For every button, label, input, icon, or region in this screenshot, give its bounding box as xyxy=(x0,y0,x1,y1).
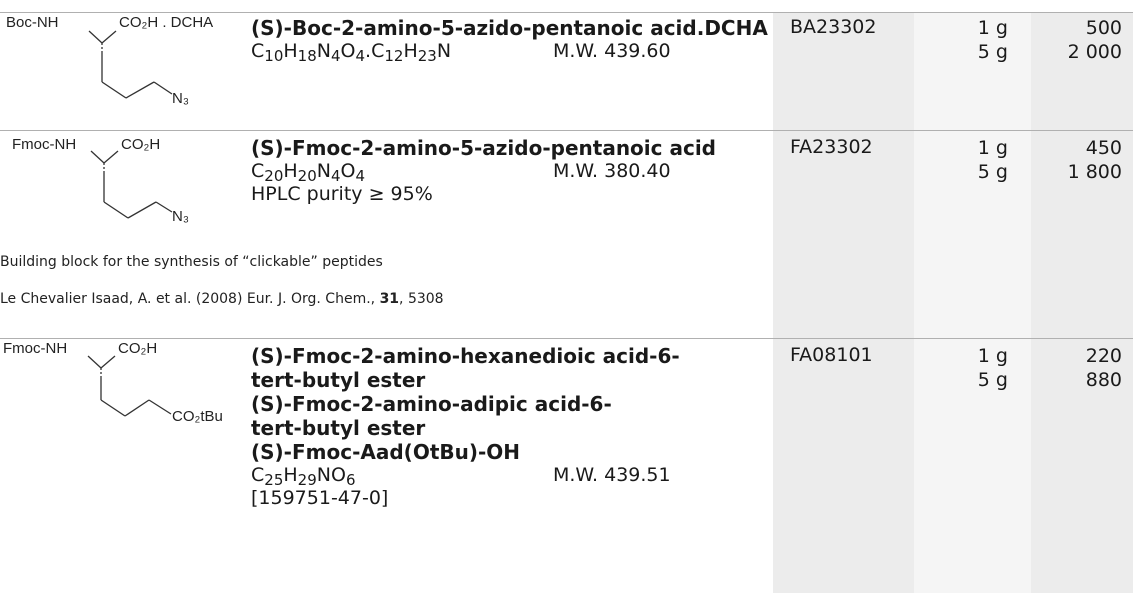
application-note: Building block for the synthesis of “cli… xyxy=(0,254,383,270)
catalog-code: FA08101 xyxy=(790,344,873,366)
reference-citation: Le Chevalier Isaad, A. et al. (2008) Eur… xyxy=(0,291,444,307)
price-value: 500 xyxy=(1085,17,1122,39)
price-list: 450 1 800 xyxy=(1040,136,1122,184)
terminal-group-label: CO₂tBu xyxy=(172,408,223,425)
chemical-structure: Fmoc-NH CO₂H N₃ xyxy=(0,130,260,230)
amine-label: Boc-NH xyxy=(6,14,59,31)
cas-number: [159751-47-0] xyxy=(251,487,389,509)
quantity-option: 1 g xyxy=(977,137,1008,159)
molecular-weight: M.W. 380.40 xyxy=(553,160,671,182)
quantity-list: 1 g 5 g xyxy=(930,16,1008,64)
price-value: 880 xyxy=(1085,369,1122,391)
acid-label: CO₂H xyxy=(118,340,158,357)
quantity-option: 5 g xyxy=(977,161,1008,183)
quantity-option: 5 g xyxy=(977,41,1008,63)
price-value: 1 800 xyxy=(1067,161,1122,183)
amine-label: Fmoc-NH xyxy=(3,340,68,357)
product-info: (S)-Fmoc-2-amino-hexanedioic acid-6- ter… xyxy=(251,344,776,508)
product-entry: Fmoc-NH CO₂H CO₂tBu (S)-Fmoc-2-amino-hex… xyxy=(0,338,1133,593)
amine-label: Fmoc-NH xyxy=(12,136,77,153)
purity-text: HPLC purity ≥ 95% xyxy=(251,183,433,205)
product-info: (S)-Boc-2-amino-5-azido-pentanoic acid.D… xyxy=(251,16,776,64)
product-synonym: (S)-Fmoc-2-amino-adipic acid-6- xyxy=(251,392,612,416)
acid-label: CO₂H . DCHA xyxy=(119,14,214,31)
price-value: 2 000 xyxy=(1067,41,1122,63)
product-info: (S)-Fmoc-2-amino-5-azido-pentanoic acid … xyxy=(251,136,776,204)
terminal-group-label: N₃ xyxy=(172,208,189,225)
formula-row: C20H20N4O4 M.W. 380.40 xyxy=(251,160,776,184)
quantity-option: 1 g xyxy=(977,345,1008,367)
molecular-formula: C20H20N4O4 xyxy=(251,160,366,185)
quantity-option: 1 g xyxy=(977,17,1008,39)
structure-bonds-icon xyxy=(88,30,173,99)
price-column-background xyxy=(1031,12,1133,593)
formula-row: C25H29NO6 M.W. 439.51 xyxy=(251,464,776,488)
product-synonym-continued: tert-butyl ester xyxy=(251,416,426,440)
row-divider xyxy=(0,130,1133,131)
molecular-weight: M.W. 439.60 xyxy=(553,40,671,62)
molecular-formula: C25H29NO6 xyxy=(251,464,356,489)
molecular-formula: C10H18N4O4.C12H23N xyxy=(251,40,452,65)
molecular-weight: M.W. 439.51 xyxy=(553,464,671,486)
product-name-continued: tert-butyl ester xyxy=(251,368,426,392)
price-list: 220 880 xyxy=(1040,344,1122,392)
structure-bonds-icon xyxy=(90,150,173,219)
quantity-column-background xyxy=(914,12,1031,593)
row-divider xyxy=(0,338,1133,339)
product-abbreviation: (S)-Fmoc-Aad(OtBu)-OH xyxy=(251,440,521,464)
quantity-list: 1 g 5 g xyxy=(930,344,1008,392)
product-name: (S)-Fmoc-2-amino-hexanedioic acid-6- xyxy=(251,344,680,368)
code-column-background xyxy=(773,12,914,593)
formula-row: C10H18N4O4.C12H23N M.W. 439.60 xyxy=(251,40,776,64)
acid-label: CO₂H xyxy=(121,136,161,153)
chemical-structure: Fmoc-NH CO₂H CO₂tBu xyxy=(0,338,260,448)
product-entry: Fmoc-NH CO₂H N₃ (S)-Fmoc-2-amino-5-azido… xyxy=(0,130,1133,338)
price-value: 220 xyxy=(1085,345,1122,367)
catalog-code: FA23302 xyxy=(790,136,873,158)
chemical-structure: Boc-NH CO₂H . DCHA N₃ xyxy=(0,12,260,130)
row-divider xyxy=(0,12,1133,13)
product-entry: Boc-NH CO₂H . DCHA N₃ (S)-Boc-2-amino-5-… xyxy=(0,12,1133,130)
product-name: (S)-Fmoc-2-amino-5-azido-pentanoic acid xyxy=(251,136,716,160)
price-value: 450 xyxy=(1085,137,1122,159)
catalog-code: BA23302 xyxy=(790,16,877,38)
terminal-group-label: N₃ xyxy=(172,90,189,107)
product-name: (S)-Boc-2-amino-5-azido-pentanoic acid.D… xyxy=(251,16,768,40)
structure-bonds-icon xyxy=(87,355,172,417)
quantity-option: 5 g xyxy=(977,369,1008,391)
quantity-list: 1 g 5 g xyxy=(930,136,1008,184)
price-list: 500 2 000 xyxy=(1040,16,1122,64)
